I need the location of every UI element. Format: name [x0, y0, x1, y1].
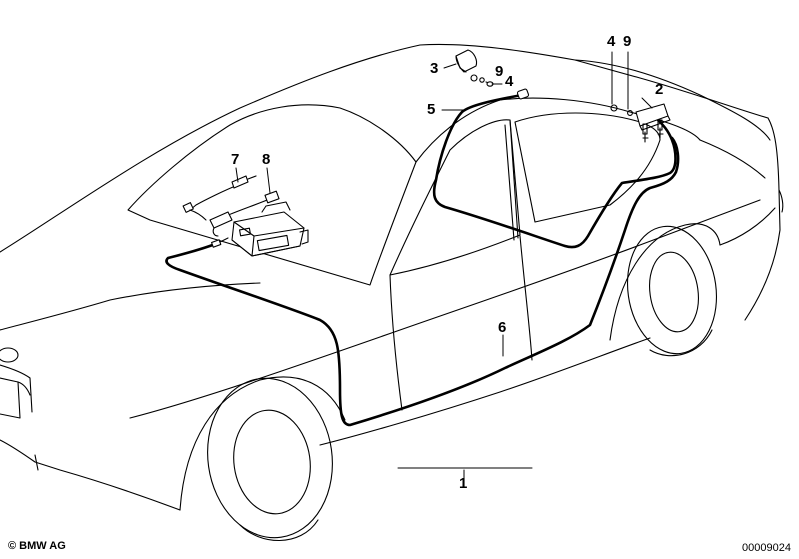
car-body-outline [0, 43, 784, 541]
callout-6: 6 [498, 319, 507, 336]
callout-leaders [235, 51, 653, 481]
callout-8: 8 [262, 151, 271, 168]
cable-5 [432, 93, 677, 249]
cable-6 [165, 136, 680, 427]
callout-4-roof: 4 [505, 73, 514, 90]
callout-2: 2 [655, 81, 664, 98]
radio-tuner-box [211, 201, 309, 257]
callout-3: 3 [430, 60, 439, 77]
roof-antenna-housing [455, 49, 494, 87]
copyright-label: © BMW AG [8, 540, 66, 552]
rear-antenna-amplifier [610, 103, 671, 143]
callout-1: 1 [459, 475, 468, 492]
callout-9-roof: 9 [495, 63, 504, 80]
callout-7: 7 [231, 151, 240, 168]
antenna-extension-cable [209, 190, 280, 237]
diagram-number: 00009024 [742, 542, 791, 554]
callout-4-rear: 4 [607, 33, 616, 50]
antenna-adapter-cable [182, 175, 257, 221]
callout-9-rear: 9 [623, 33, 632, 50]
cable-5-connector [516, 88, 530, 100]
antenna-cable-harness [165, 93, 680, 427]
callout-5: 5 [427, 101, 436, 118]
